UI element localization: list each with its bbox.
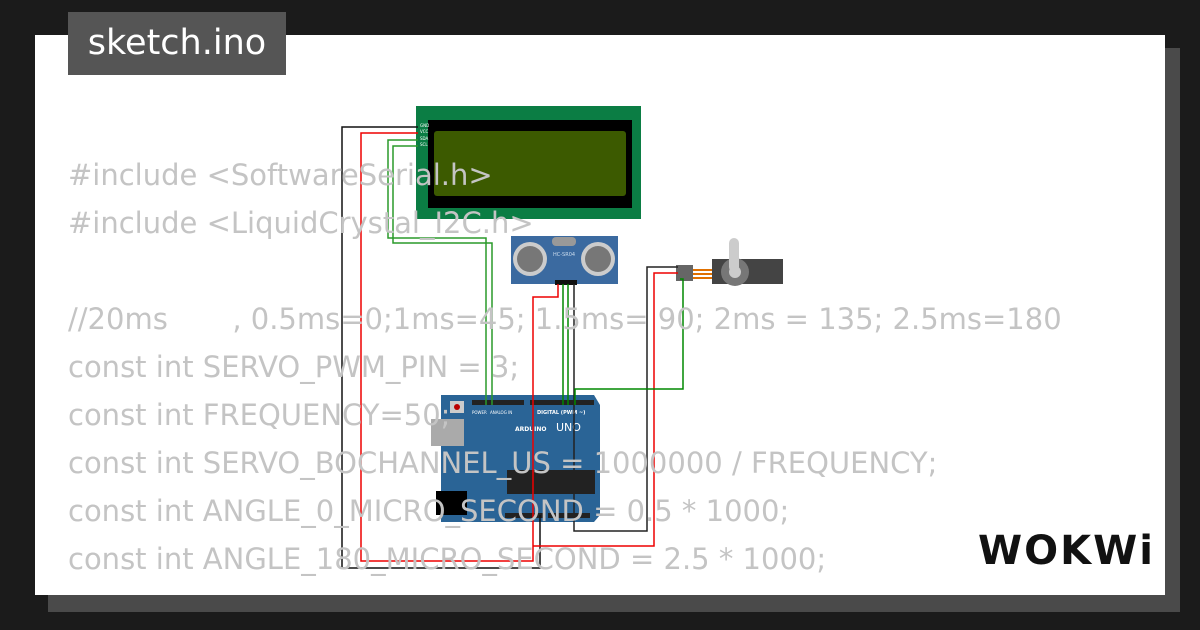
- code-line: #include <LiquidCrystal_I2C.h>: [68, 206, 534, 240]
- sketch-title: sketch.ino: [68, 12, 286, 75]
- code-line: const int ANGLE_0_MICRO_SECOND = 0.5 * 1…: [68, 494, 790, 528]
- lcd-pin-label: SCL: [420, 142, 428, 147]
- wokwi-logo: WOKWi: [978, 528, 1155, 574]
- lcd-display[interactable]: GND VCC SDA SCL: [416, 106, 641, 219]
- lcd-pin-label: SDA: [420, 136, 429, 141]
- ultrasonic-sensor[interactable]: HC-SR04: [511, 236, 618, 285]
- sensor-label: HC-SR04: [553, 252, 575, 258]
- digital-label: DIGITAL (PWM ~): [537, 410, 585, 416]
- analog-label: ANALOG IN: [490, 410, 512, 415]
- servo-motor[interactable]: [676, 238, 783, 286]
- code-line: const int FREQUENCY=50;: [68, 398, 451, 432]
- code-layer: #include <SoftwareSerial.h> #include <Liq…: [35, 35, 1165, 595]
- code-line: #include <SoftwareSerial.h>: [68, 158, 493, 192]
- code-line: //20ms , 0.5ms=0;1ms=45; 1.5ms= 90; 2ms …: [68, 302, 1062, 336]
- lcd-pin-label: VCC: [420, 129, 429, 134]
- wires: [341, 126, 684, 569]
- code-line: //: [68, 583, 1062, 595]
- code-line: const int ANGLE_180_MICRO_SECOND = 2.5 *…: [68, 542, 827, 576]
- model-label: UNO: [556, 421, 581, 434]
- code-preview: #include <SoftwareSerial.h> #include <Liq…: [68, 151, 1062, 595]
- code-line: const int SERVO_BOCHANNEL_US = 1000000 /…: [68, 446, 938, 480]
- code-line: ​: [68, 247, 1062, 295]
- power-label: POWER: [472, 410, 487, 415]
- arduino-uno[interactable]: DIGITAL (PWM ~) UNO ARDUINO POWER ANALOG…: [431, 395, 600, 522]
- lcd-pin-label: GND: [420, 123, 429, 128]
- code-line: const int SERVO_PWM_PIN = 3;: [68, 350, 520, 384]
- brand-label: ARDUINO: [515, 426, 546, 433]
